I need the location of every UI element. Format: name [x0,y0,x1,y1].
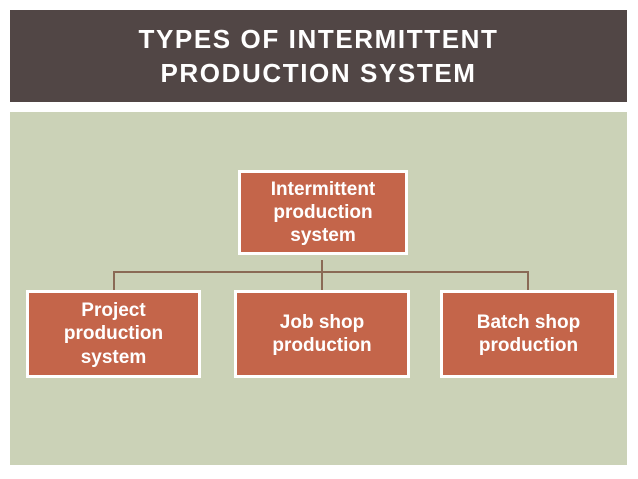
slide-body: Intermittent production system Project p… [10,112,627,465]
connector-drop-batch-shop [527,271,529,302]
connector-drop-job-shop [321,271,323,302]
diagram-node-job-shop-production: Job shop production [234,290,410,378]
diagram-node-project-production-system: Project production system [26,290,201,378]
diagram-node-intermittent-production-system: Intermittent production system [238,170,408,255]
connector-drop-project [113,271,115,302]
slide-title-bar: TYPES OF INTERMITTENT PRODUCTION SYSTEM [10,10,627,102]
page-title: TYPES OF INTERMITTENT PRODUCTION SYSTEM [138,23,499,88]
diagram-node-batch-shop-production: Batch shop production [440,290,617,378]
